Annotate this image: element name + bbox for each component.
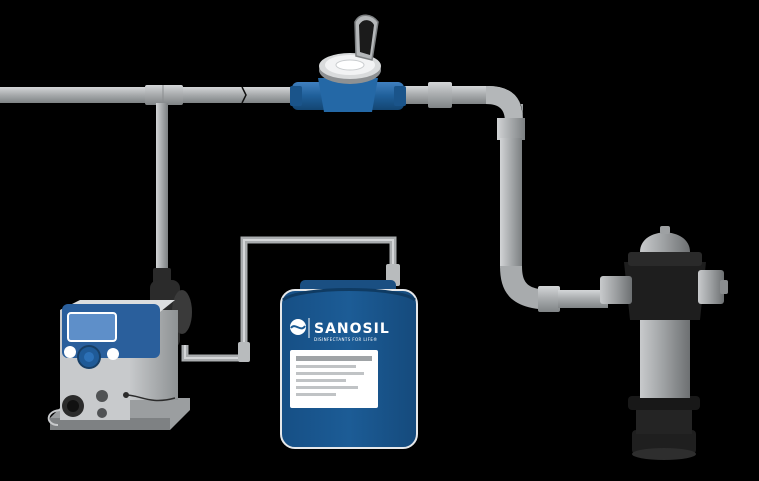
- elbow-pipe-down: [486, 86, 608, 312]
- canister-brand: SANOSIL: [314, 321, 390, 337]
- dosing-pump-icon: [47, 280, 192, 430]
- fire-hydrant-icon: [600, 226, 728, 460]
- water-meter-icon: [290, 14, 406, 112]
- sanosil-canister: SANOSIL DISINFECTANTS FOR LIFE®: [280, 280, 418, 449]
- pump-feed-pipe: [153, 103, 171, 284]
- canister-tagline: DISINFECTANTS FOR LIFE®: [314, 337, 378, 342]
- main-water-pipe: [0, 82, 490, 108]
- sanosil-logo-icon: [290, 318, 310, 338]
